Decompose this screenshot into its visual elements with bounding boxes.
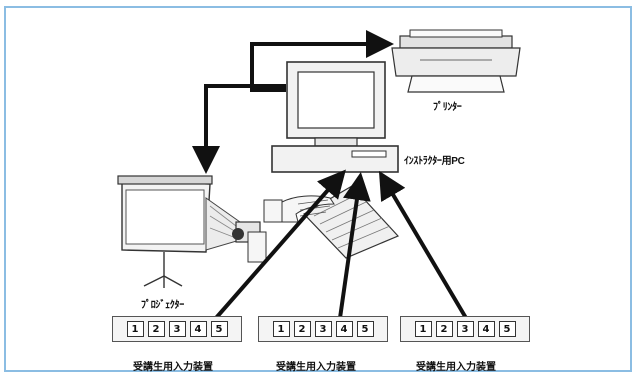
printer-icon	[392, 30, 520, 92]
student-device-label: 受講生用入力装置	[276, 358, 356, 373]
projector-label: ﾌﾟﾛｼﾞｪｸﾀｰ	[141, 296, 184, 311]
student-input-device: 1 2 3 4 5	[112, 316, 242, 342]
student-input-device: 1 2 3 4 5	[258, 316, 388, 342]
device-key[interactable]: 2	[436, 321, 453, 337]
device-key[interactable]: 1	[273, 321, 290, 337]
device-key[interactable]: 2	[294, 321, 311, 337]
device-key[interactable]: 4	[336, 321, 353, 337]
arrow-device1-to-pc	[216, 174, 342, 318]
device-key[interactable]: 5	[357, 321, 374, 337]
device-key[interactable]: 4	[478, 321, 495, 337]
arrow-device3-to-pc	[382, 176, 466, 318]
device-key[interactable]: 3	[457, 321, 474, 337]
printer-label: ﾌﾟﾘﾝﾀｰ	[433, 98, 462, 113]
pc-base-icon	[272, 146, 398, 172]
device-key[interactable]: 3	[315, 321, 332, 337]
device-key[interactable]: 1	[415, 321, 432, 337]
device-key[interactable]: 4	[190, 321, 207, 337]
student-device-label: 受講生用入力装置	[133, 358, 213, 373]
device-key[interactable]: 2	[148, 321, 165, 337]
device-key[interactable]: 5	[211, 321, 228, 337]
instructor-pc-label: ｲﾝｽﾄﾗｸﾀｰ用PC	[404, 152, 465, 167]
monitor-icon	[287, 62, 385, 146]
device-key[interactable]: 3	[169, 321, 186, 337]
device-key[interactable]: 1	[127, 321, 144, 337]
projector-icon	[118, 176, 266, 288]
device-key[interactable]: 5	[499, 321, 516, 337]
student-device-label: 受講生用入力装置	[416, 358, 496, 373]
student-input-device: 1 2 3 4 5	[400, 316, 530, 342]
